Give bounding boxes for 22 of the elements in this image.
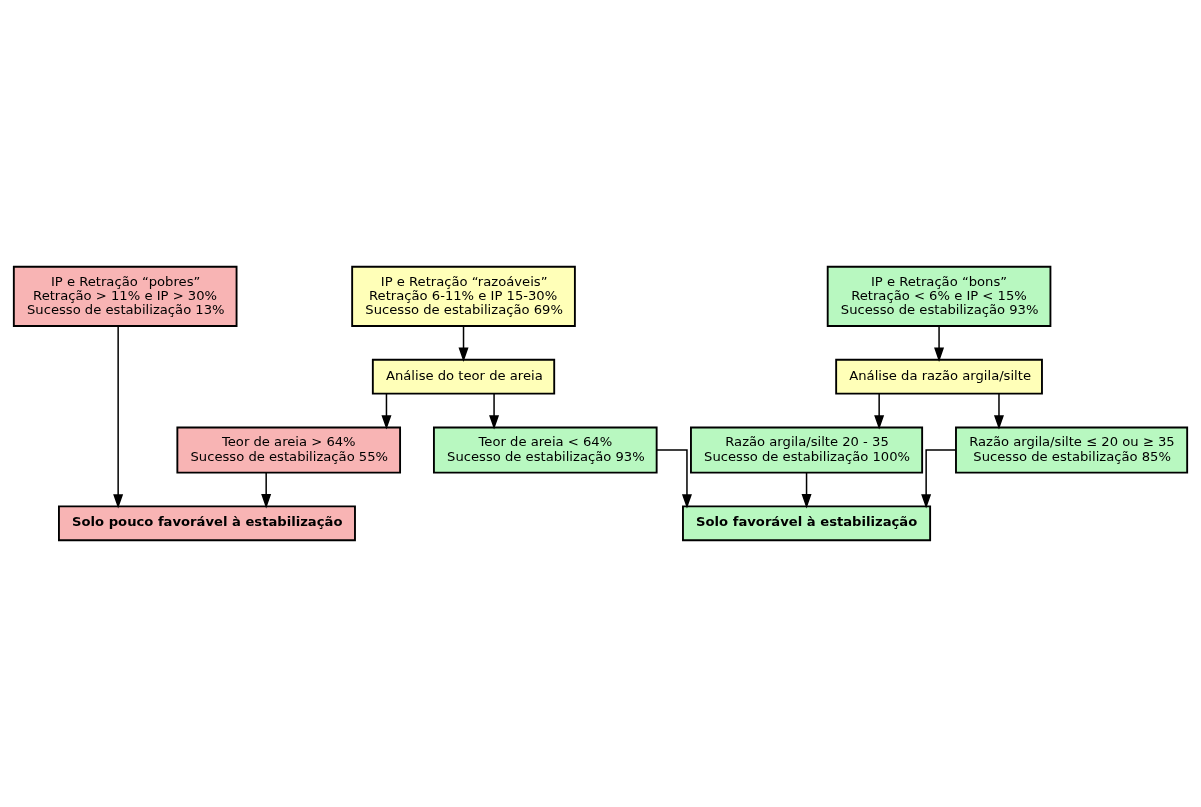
node-box: Análise da razão argila/silte [835,358,1043,395]
arrow [381,392,392,430]
node-box: Solo pouco favorável à estabilização [58,505,356,542]
node-box: IP e Retração “razoáveis” Retração 6-11% e IP 15-30% Sucesso de estabilização 69% [351,265,576,327]
arrow [801,472,812,509]
node-box: Análise do teor de areia [371,358,556,395]
arrow [489,392,500,430]
node-box: IP e Retração “bons” Retração < 6% e IP < 15% Sucesso de estabilização 93% [826,265,1052,327]
node-box: Razão argila/silte 20 - 35 Sucesso de estabilização 100% [690,426,924,474]
arrow [921,449,957,509]
node-box: Teor de areia > 64% Sucesso de estabilização 55% [176,426,402,474]
arrow [458,325,469,362]
arrow [113,325,124,509]
node-box: Razão argila/silte ≤ 20 ou ≥ 35 Sucesso de estabilização 85% [955,426,1189,474]
arrow [934,325,945,362]
arrow [261,472,272,509]
arrow [874,392,885,430]
arrow [656,449,692,509]
node-box: Solo favorável à estabilização [682,505,932,542]
node-box: Teor de areia < 64% Sucesso de estabilização 93% [433,426,658,474]
node-box: IP e Retração “pobres” Retração > 11% e IP > 30% Sucesso de estabilização 13% [12,265,238,327]
arrow [993,392,1004,430]
